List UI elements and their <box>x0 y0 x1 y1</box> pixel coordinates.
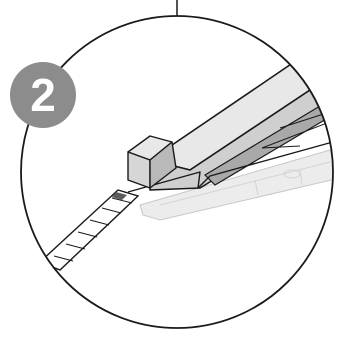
step-number-badge: 2 <box>10 62 76 128</box>
